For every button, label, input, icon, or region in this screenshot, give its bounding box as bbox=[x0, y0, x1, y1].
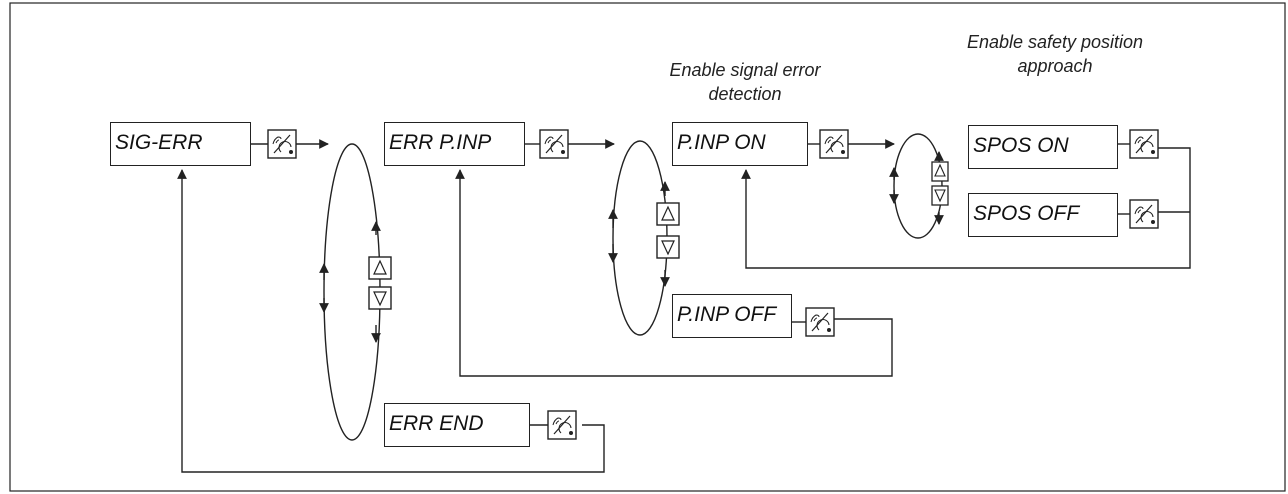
up-arrow-key-2[interactable] bbox=[656, 202, 680, 226]
down-arrow-key-2[interactable] bbox=[656, 235, 680, 259]
menu-box-err-end: ERR END bbox=[384, 403, 530, 447]
down-arrow-key-1[interactable] bbox=[368, 286, 392, 310]
enter-key-err-end[interactable] bbox=[547, 410, 577, 440]
menu-box-pinp-off: P.INP OFF bbox=[672, 294, 792, 338]
annotation-signal-error-line1: Enable signal error bbox=[669, 60, 821, 80]
annotation-signal-error-line2: detection bbox=[708, 84, 782, 104]
enter-key-spos-on[interactable] bbox=[1129, 129, 1159, 159]
annotation-safety-line1: Enable safety position bbox=[966, 32, 1144, 52]
annotation-safety-position: Enable safety position approach bbox=[920, 30, 1190, 78]
menu-box-pinp-on: P.INP ON bbox=[672, 122, 808, 166]
enter-key-spos-off[interactable] bbox=[1129, 199, 1159, 229]
scroll-arrows-2 bbox=[608, 181, 670, 287]
menu-box-spos-off: SPOS OFF bbox=[968, 193, 1118, 237]
scroll-arrows-1 bbox=[319, 221, 381, 343]
menu-box-spos-on: SPOS ON bbox=[968, 125, 1118, 169]
enter-key-err-pinp[interactable] bbox=[539, 129, 569, 159]
enter-key-pinp-off[interactable] bbox=[805, 307, 835, 337]
outer-border bbox=[9, 2, 1286, 492]
return-line-pinp-off bbox=[455, 169, 893, 377]
down-arrow-key-3[interactable] bbox=[931, 185, 949, 206]
return-line-spos bbox=[741, 147, 1191, 269]
scroll-arrows-3 bbox=[889, 151, 944, 225]
menu-box-err-pinp: ERR P.INP bbox=[384, 122, 525, 166]
annotation-safety-line2: approach bbox=[1017, 56, 1093, 76]
up-arrow-key-1[interactable] bbox=[368, 256, 392, 280]
return-line-err-end bbox=[177, 169, 605, 473]
enter-key-sig-err[interactable] bbox=[267, 129, 297, 159]
up-arrow-key-3[interactable] bbox=[931, 161, 949, 182]
annotation-signal-error: Enable signal error detection bbox=[620, 58, 870, 106]
enter-key-pinp-on[interactable] bbox=[819, 129, 849, 159]
menu-box-sig-err: SIG-ERR bbox=[110, 122, 251, 166]
